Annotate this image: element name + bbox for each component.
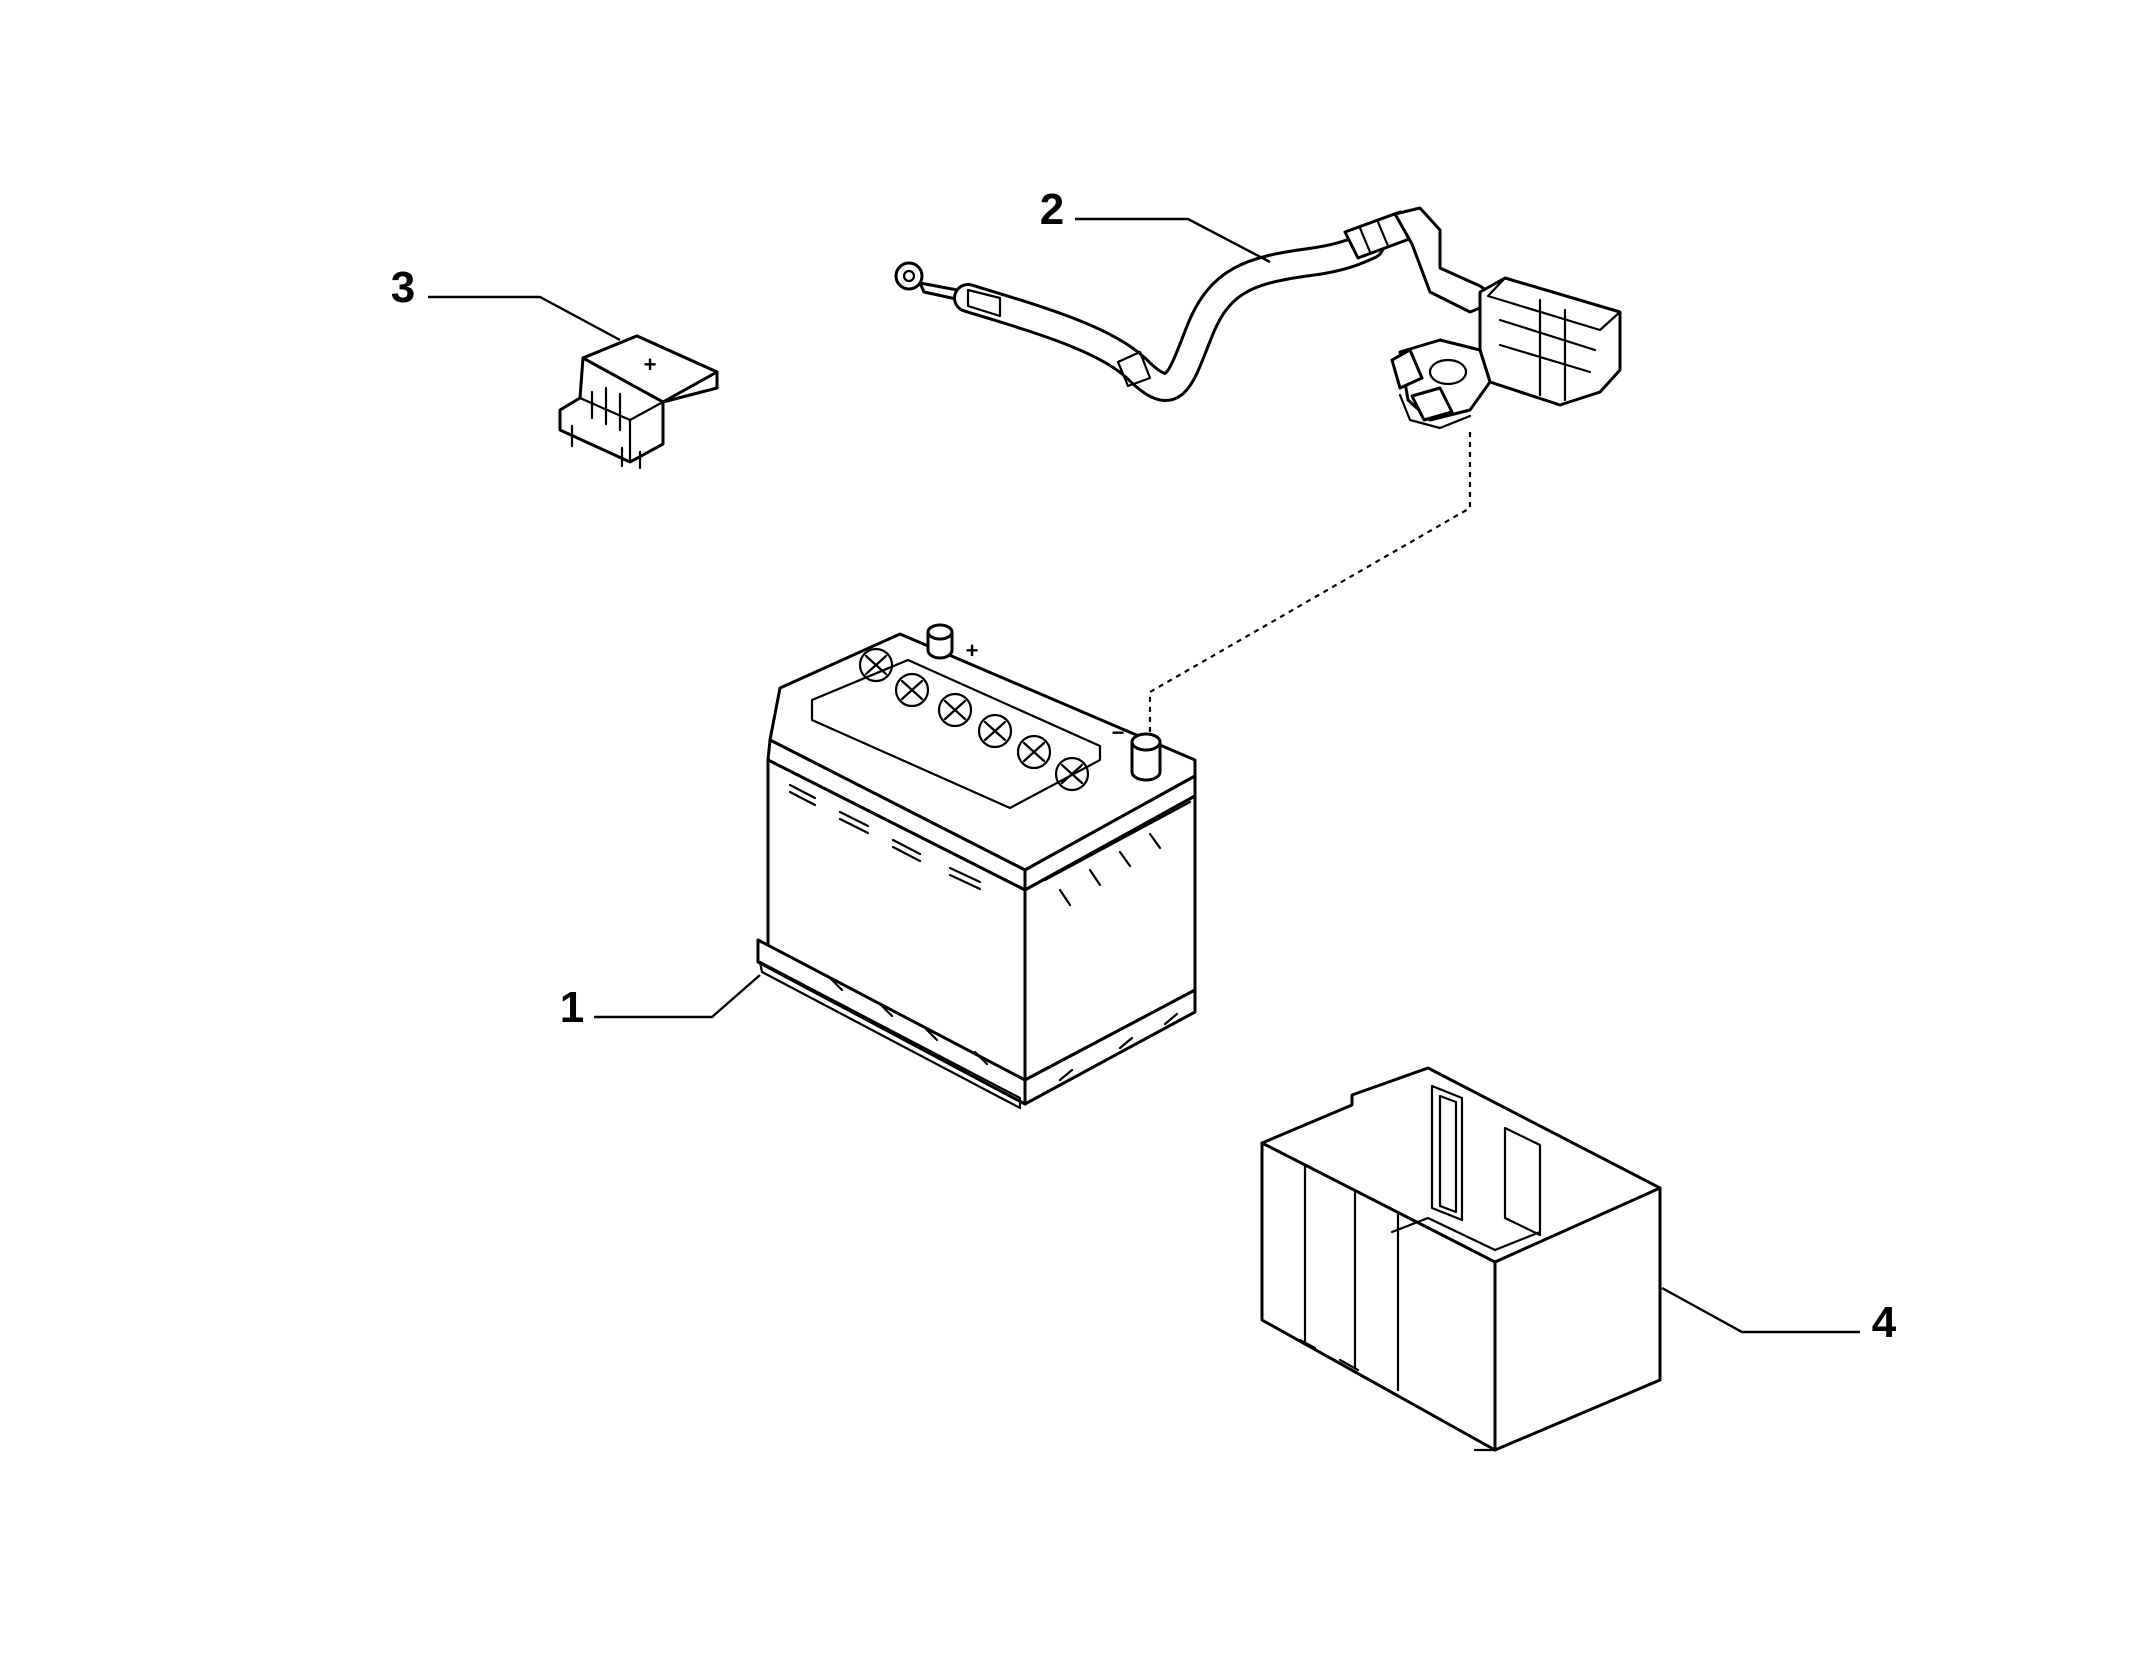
battery-minus-mark: − <box>1112 720 1125 745</box>
terminal-cover-part: + <box>558 334 719 470</box>
callout-1: 1 <box>560 983 584 1032</box>
leader-line-2 <box>1075 217 1271 264</box>
leader-line-3 <box>428 295 621 342</box>
vent-caps <box>858 647 1090 792</box>
callout-3: 3 <box>391 263 415 312</box>
battery-plus-mark: + <box>966 638 979 663</box>
battery-cable-part <box>894 206 1622 430</box>
leader-line-1 <box>594 974 761 1019</box>
callout-4: 4 <box>1872 1298 1897 1347</box>
battery-part: + − <box>756 623 1197 1110</box>
assembly-guide-line <box>1148 432 1472 760</box>
leader-line-4 <box>1661 1286 1860 1334</box>
battery-tray-part <box>1260 1066 1662 1452</box>
leader-lines <box>428 217 1860 1334</box>
callout-2: 2 <box>1040 185 1064 234</box>
cover-plus-mark: + <box>644 352 657 377</box>
